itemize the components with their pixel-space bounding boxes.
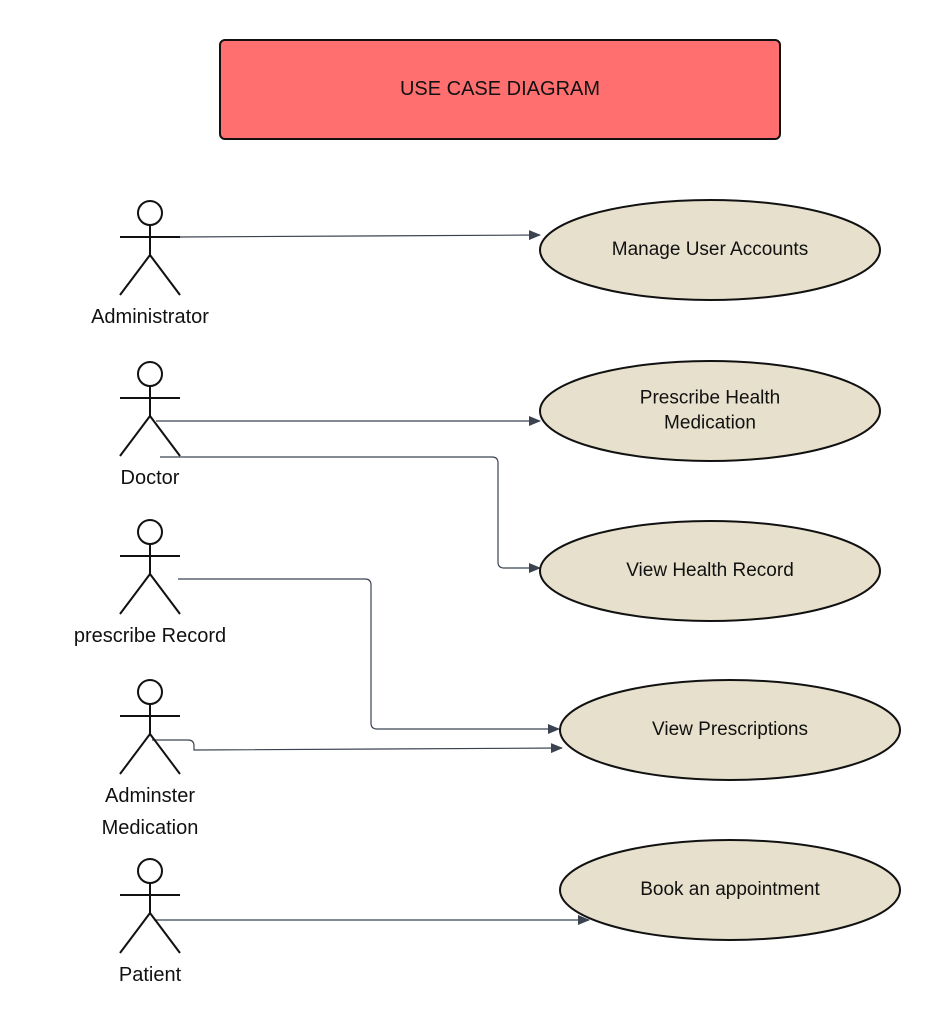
actor-left-leg (119, 254, 151, 296)
actor-right-leg (149, 415, 181, 457)
actor-head (137, 200, 163, 226)
actor-right-leg (149, 733, 181, 775)
actor-right-leg (149, 912, 181, 954)
actor-right-leg (149, 573, 181, 615)
use-case-ellipse (539, 520, 881, 622)
use-case-label: Book an appointment (640, 879, 820, 900)
association-prescribe-record-to-view-prescriptions (178, 578, 560, 734)
diagram-title: USE CASE DIAGRAM (400, 78, 600, 100)
actor-doctor: Doctor (119, 361, 181, 489)
actor-left-leg (119, 415, 151, 457)
use-case-ellipse (539, 199, 881, 301)
actor-head (137, 679, 163, 705)
use-case-view-health-record: View Health Record (539, 520, 881, 622)
use-case-ellipse (539, 360, 881, 462)
actor-patient: Patient (119, 858, 182, 986)
use-case-book-an-appointment: Book an appointment (559, 839, 901, 941)
actor-label: Doctor (121, 467, 180, 489)
actor-head (137, 519, 163, 545)
use-case-ellipse (559, 839, 901, 941)
use-case-label: View Prescriptions (652, 719, 808, 740)
actor-left-leg (119, 573, 151, 615)
association-administrator-to-manage-user-accounts (177, 230, 541, 241)
diagram-title-banner: USE CASE DIAGRAM (219, 39, 781, 140)
use-case-manage-user-accounts: Manage User Accounts (539, 199, 881, 301)
actor-label: prescribe Record (74, 625, 226, 647)
actor-left-leg (119, 733, 151, 775)
actor-prescribe-record: prescribe Record (74, 519, 226, 647)
actor-label: Administrator (91, 306, 209, 328)
use-case-label: View Health Record (626, 560, 794, 581)
actor-label: Patient (119, 964, 182, 986)
actor-left-leg (119, 912, 151, 954)
actor-right-leg (149, 254, 181, 296)
actor-head (137, 361, 163, 387)
actor-label: Medication (102, 817, 199, 839)
association-adminster-medication-to-view-prescriptions (152, 739, 563, 754)
actor-administrator: Administrator (91, 200, 209, 328)
use-case-ellipse (559, 679, 901, 781)
association-doctor-to-view-health-record (160, 456, 541, 573)
use-case-label: Medication (664, 413, 756, 434)
use-case-label: Manage User Accounts (612, 239, 808, 260)
use-case-label: Prescribe Health (640, 388, 780, 409)
title-box (219, 39, 781, 140)
actor-head (137, 858, 163, 884)
use-case-view-prescriptions: View Prescriptions (559, 679, 901, 781)
associations (152, 230, 590, 925)
actor-label: Adminster (105, 785, 195, 807)
